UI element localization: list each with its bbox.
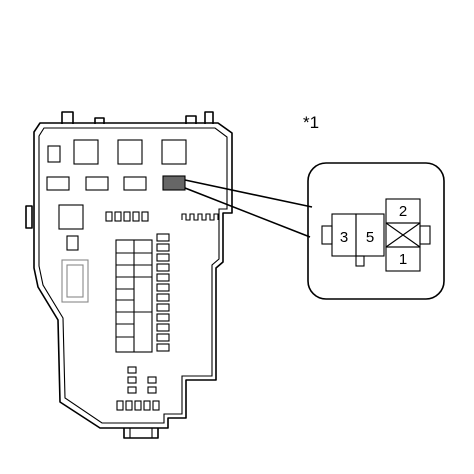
relay-socket-2	[73, 139, 99, 165]
relay-slot-2	[85, 176, 109, 191]
small-fuse-cluster	[127, 366, 157, 394]
small-fuse-row-bottom	[116, 400, 160, 411]
terminal-5-label: 5	[366, 229, 374, 246]
relay-socket-1	[47, 145, 61, 163]
highlighted-relay	[162, 175, 186, 191]
small-socket	[66, 235, 79, 251]
terminal-3-label: 3	[340, 229, 348, 246]
terminal-2-label: 2	[399, 203, 407, 220]
relay-socket-3	[117, 139, 143, 165]
fuse-grid	[115, 239, 153, 353]
terminal-1-box	[385, 246, 421, 272]
relay-detail-frame	[307, 162, 445, 300]
callout-leader	[184, 179, 313, 238]
relay-slot-3	[123, 176, 147, 191]
relay-slot-1	[46, 176, 70, 191]
large-fuse	[61, 259, 89, 303]
relay-detail: 3 5 2 1	[307, 162, 445, 300]
fuse-column-right	[156, 233, 170, 352]
fuse-box	[25, 111, 233, 439]
relay-socket-5	[58, 204, 84, 230]
small-fuse-row-top	[105, 211, 149, 222]
callout-marker: *1	[303, 113, 319, 132]
terminal-5-box	[355, 213, 385, 257]
terminal-1-label: 1	[399, 251, 407, 268]
relay-socket-4	[161, 139, 187, 165]
